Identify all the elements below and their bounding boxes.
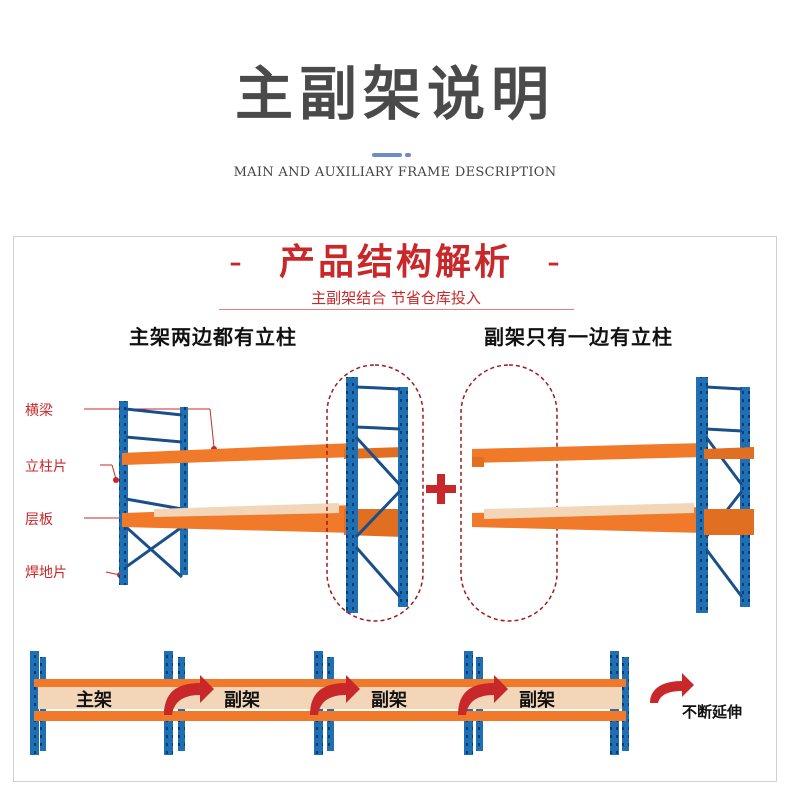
main-rack-right-frame — [346, 377, 408, 613]
main-frame-heading: 主架两边都有立柱 — [129, 325, 297, 349]
aux-rack-beams — [472, 443, 704, 533]
rack-illustration — [30, 364, 754, 755]
extend-label: 不断延伸 — [682, 703, 743, 721]
part-label-shelf-panel: 层板 — [25, 512, 53, 528]
panel-title-dash-right: - — [547, 242, 563, 283]
structure-panel: -产品结构解析- 主副架结合 节省仓库投入 主架两边都有立柱 副架只有一边有立柱… — [13, 236, 777, 782]
title-accent-dot — [405, 153, 411, 157]
plus-icon — [426, 474, 456, 504]
panel-subtitle: 主副架结合 节省仓库投入 — [311, 289, 481, 307]
aux-frame-heading: 副架只有一边有立柱 — [484, 325, 673, 349]
part-label-upright-frame: 立柱片 — [25, 459, 67, 475]
panel-title: -产品结构解析- — [14, 239, 776, 287]
main-title: 主副架说明 — [234, 60, 555, 128]
part-label-beam: 横梁 — [25, 403, 53, 419]
row-label-aux-1: 副架 — [224, 690, 260, 711]
panel-title-dash-left: - — [228, 242, 245, 283]
part-label-floor-plate: 焊地片 — [25, 565, 67, 581]
main-rack-left-frame — [119, 401, 188, 585]
panel-title-text: 产品结构解析 — [278, 242, 513, 283]
row-label-main: 主架 — [76, 690, 112, 711]
title-accent-dash — [372, 153, 402, 157]
main-rack-beams — [122, 443, 404, 537]
row-label-aux-2: 副架 — [371, 690, 407, 711]
row-label-aux-3: 副架 — [519, 690, 555, 711]
main-subtitle: MAIN AND AUXILIARY FRAME DESCRIPTION — [233, 165, 557, 180]
panel-subtitle-underline — [219, 309, 574, 310]
curved-arrow-icon — [164, 673, 694, 715]
aux-rack-frame — [696, 377, 754, 613]
aux-frame-dashed-outline — [460, 364, 558, 622]
main-frame-dashed-outline — [326, 364, 424, 622]
